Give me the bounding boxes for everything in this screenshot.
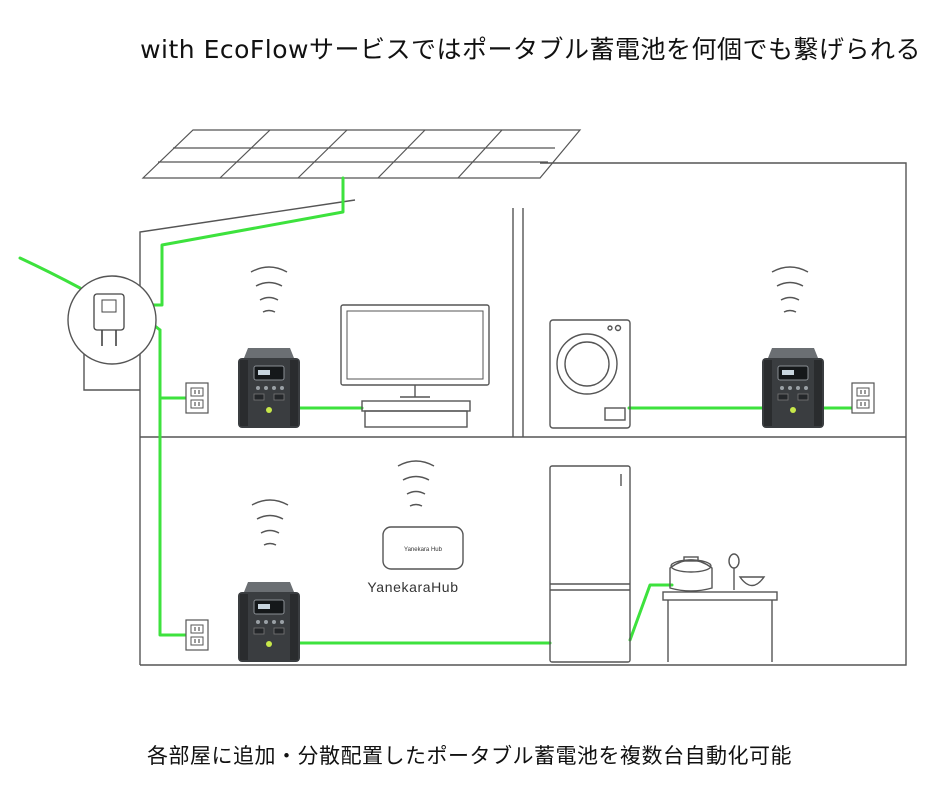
fridge-icon — [549, 465, 631, 663]
battery-icon — [761, 347, 825, 429]
footer-caption: 各部屋に追加・分散配置したポータブル蓄電池を複数台自動化可能 — [147, 744, 792, 768]
washing-machine-icon — [549, 319, 631, 429]
house-outline — [83, 162, 907, 666]
hub-label: YanekaraHub — [367, 579, 458, 595]
outlet-icon — [185, 619, 209, 651]
rice-cooker-icon — [669, 556, 713, 592]
outlet-icon — [185, 382, 209, 414]
power-meter-icon — [67, 275, 157, 365]
wifi-signal-icon — [771, 266, 809, 313]
tv-icon — [340, 304, 490, 428]
power-wires — [18, 176, 854, 645]
wifi-signal-icon — [251, 499, 289, 546]
outlet-icon — [851, 382, 875, 414]
battery-icon — [237, 581, 301, 663]
table-icon — [662, 591, 778, 662]
battery-icon — [237, 347, 301, 429]
yanekara-hub-icon: Yanekara Hub — [382, 526, 464, 570]
bowl-icon — [728, 553, 766, 590]
hub-device-label: Yanekara Hub — [404, 547, 443, 553]
wifi-signal-icon — [250, 266, 288, 313]
wifi-signal-icon — [397, 460, 435, 507]
solar-panel-icon — [141, 129, 582, 179]
page-title: with EcoFlowサービスではポータブル蓄電池を何個でも繋げられる — [140, 35, 921, 64]
